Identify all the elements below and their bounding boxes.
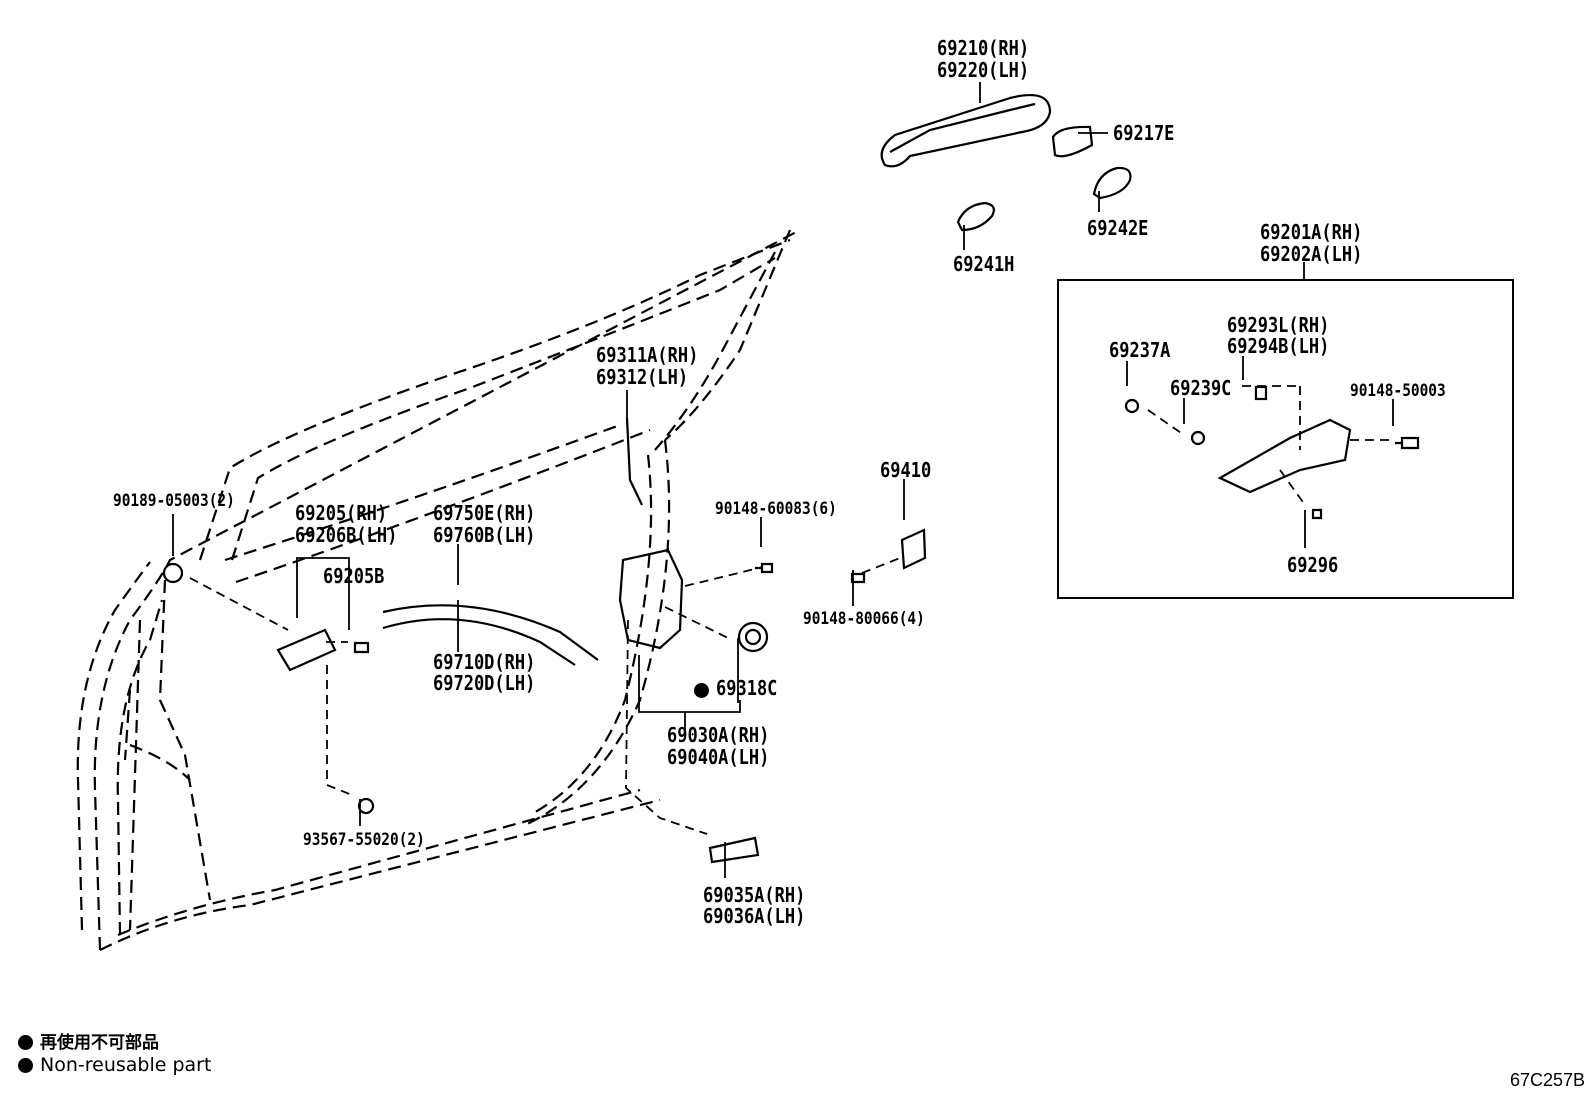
legend-jp-text: 再使用不可部品 [40, 1033, 159, 1053]
inner-screw-shape [353, 641, 370, 654]
label-lock-lh: 69040A(LH) [667, 745, 770, 769]
label-pad-c: 69239C [1170, 376, 1232, 400]
pad-e-shape [1092, 166, 1132, 200]
legend-jp: 再使用不可部品 [18, 1028, 159, 1053]
parts-art [162, 94, 1420, 864]
cap-a-shape [1124, 398, 1140, 414]
dash-leaders [189, 385, 1395, 835]
frame-assy-shape [1217, 418, 1352, 494]
screw-80066-shape [850, 572, 866, 584]
label-frame-rh: 69201A(RH) [1260, 220, 1363, 244]
handle-cap-shape [1051, 125, 1094, 158]
label-handle-cap: 69217E [1113, 121, 1175, 145]
label-cover-rh: 69293L(RH) [1227, 313, 1330, 337]
label-screw-80066: 90148-80066(4) [803, 609, 925, 629]
inner-handle-shape [276, 628, 337, 672]
pad-c-shape [1190, 430, 1206, 446]
lock-assy-shape [618, 548, 684, 650]
label-cable-a-rh: 69750E(RH) [433, 501, 536, 525]
label-striker: 69410 [880, 458, 932, 482]
label-pad-e: 69242E [1087, 216, 1149, 240]
label-lock-rh: 69030A(RH) [667, 723, 770, 747]
label-cap-a: 69237A [1109, 338, 1171, 362]
label-inner-handle-lh: 69206B(LH) [295, 523, 398, 547]
cable-b-shape [382, 618, 576, 666]
label-rod-rh: 69311A(RH) [596, 343, 699, 367]
label-inner-handle-rh: 69205(RH) [295, 501, 388, 525]
striker-shape [900, 528, 927, 570]
cable-a-shape [382, 604, 599, 661]
label-cable-b-rh: 69710D(RH) [433, 650, 536, 674]
label-screw-50003: 90148-50003 [1350, 381, 1446, 401]
label-frame-lh: 69202A(LH) [1260, 242, 1363, 266]
label-cover-lh: 69294B(LH) [1227, 334, 1330, 358]
label-protector-rh: 69035A(RH) [703, 883, 806, 907]
door-outline [76, 229, 801, 951]
label-rod-lh: 69312(LH) [596, 365, 689, 389]
label-outer-handle-rh: 69210(RH) [937, 36, 1030, 60]
label-cable-b-lh: 69720D(LH) [433, 671, 536, 695]
label-seal: 69318C [716, 676, 778, 700]
legend-en: Non-reusable part [18, 1054, 211, 1076]
diagram-code: 67C257B [1510, 1070, 1586, 1090]
bolt-shape [357, 797, 375, 815]
non-reusable-mark [694, 683, 716, 698]
label-clip: 90189-05003(2) [113, 491, 235, 511]
legend-en-text: Non-reusable part [40, 1054, 212, 1076]
clip-shape [162, 562, 184, 584]
label-screw-60083: 90148-60083(6) [715, 499, 837, 519]
label-pad-h: 69241H [953, 252, 1015, 276]
label-outer-handle-lh: 69220(LH) [937, 58, 1030, 82]
cover-shape [1254, 385, 1268, 401]
outer-handle-shape [880, 94, 1052, 168]
pad-h-shape [956, 201, 995, 232]
label-bolt: 93567-55020(2) [303, 830, 425, 850]
label-inner-screw: 69205B [323, 564, 385, 588]
seal-shape [737, 621, 769, 653]
protector-shape [708, 836, 760, 864]
screw-60083-shape [755, 562, 774, 574]
rod-shape [625, 417, 643, 506]
label-screw-69296: 69296 [1287, 553, 1339, 577]
label-protector-lh: 69036A(LH) [703, 904, 806, 928]
label-cable-a-lh: 69760B(LH) [433, 523, 536, 547]
leaders [172, 82, 1514, 878]
